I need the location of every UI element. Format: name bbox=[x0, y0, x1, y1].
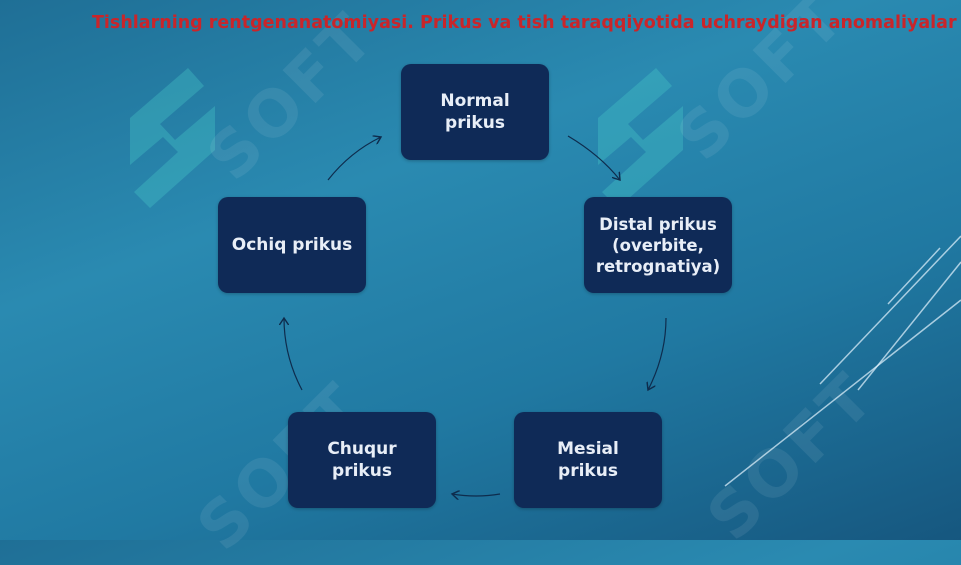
node-label: Normal prikus bbox=[440, 91, 510, 133]
cycle-arrows bbox=[0, 0, 667, 540]
node-distal-prikus: Distal prikus (overbite, retrognatiya) bbox=[584, 197, 732, 293]
slide-title: Tishlarning rentgenanatomiyasi. Prikus v… bbox=[92, 13, 957, 33]
node-label: Chuqur prikus bbox=[327, 439, 397, 481]
node-label: Ochiq prikus bbox=[231, 235, 353, 255]
arrow-distal-to-mesial bbox=[648, 317, 667, 390]
node-chuqur-prikus: Chuqur prikus bbox=[288, 412, 436, 508]
node-normal-prikus: Normal prikus bbox=[401, 64, 549, 160]
arrow-mesial-to-chuqur bbox=[452, 494, 501, 496]
arrow-normal-to-distal bbox=[567, 135, 620, 180]
arrow-chuqur-to-ochiq bbox=[284, 318, 303, 391]
node-label: Distal prikus (overbite, retrognatiya) bbox=[595, 214, 721, 276]
node-ochiq-prikus: Ochiq prikus bbox=[218, 197, 366, 293]
node-mesial-prikus: Mesial prikus bbox=[514, 412, 662, 508]
node-label: Mesial prikus bbox=[557, 439, 619, 481]
arrow-ochiq-to-normal bbox=[327, 137, 381, 181]
